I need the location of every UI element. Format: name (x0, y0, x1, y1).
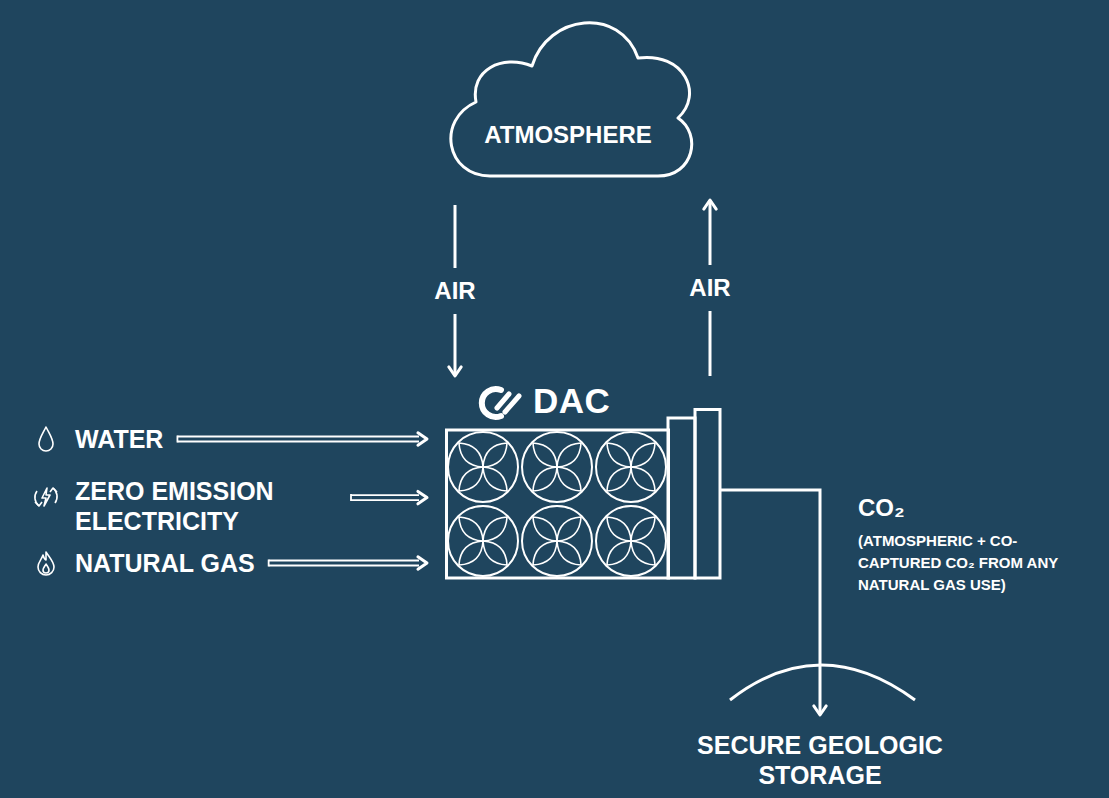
fan-housing (447, 430, 669, 578)
dac-unit-drawing (445, 408, 725, 580)
arrow-cap (177, 436, 179, 443)
fan-ring (522, 432, 592, 502)
dac-unit: DAC (445, 380, 725, 582)
arrow-shaft (269, 560, 419, 562)
connector (721, 490, 826, 715)
exhaust-stack (668, 418, 695, 578)
arrow-shaft (721, 490, 820, 715)
fan-symbol (522, 506, 592, 576)
fan-blade (528, 512, 563, 547)
geologic-storage: SECURE GEOLOGIC STORAGE (690, 660, 950, 796)
storage-arc (690, 660, 950, 720)
connector (177, 433, 427, 445)
arrow-cap (350, 494, 352, 501)
fan-blade (528, 438, 563, 473)
input-label: ZERO EMISSION ELECTRICITY (75, 476, 337, 536)
arrow-shaft (177, 441, 419, 443)
fan-ring (596, 432, 666, 502)
flame-path (38, 552, 54, 575)
fan-blade (602, 438, 637, 473)
cloud-label: ATMOSPHERE (432, 120, 704, 150)
arrow-shaft (177, 436, 419, 438)
connector (351, 491, 427, 503)
dac-logo (475, 382, 525, 422)
arrow-head (418, 557, 427, 569)
fan-symbol (448, 506, 518, 576)
flame-inner (43, 564, 49, 573)
co2-note: (ATMOSPHERIC + CO-CAPTURED CO₂ FROM ANY … (858, 530, 1058, 596)
dac-heading: DAC (533, 380, 610, 422)
arrow-shaft (351, 499, 419, 501)
fan-symbol (448, 432, 518, 502)
air-label: AIR (430, 268, 479, 314)
air-label: AIR (685, 265, 734, 311)
logo-slash (505, 396, 519, 412)
bolt-path (42, 488, 50, 506)
fan-symbol (522, 432, 592, 502)
fan-symbol (596, 506, 666, 576)
arrow-cap (268, 560, 270, 567)
arrow-shaft (351, 494, 419, 496)
input-label: WATER (75, 424, 163, 454)
input-item: WATER (75, 424, 163, 454)
arrow-head (449, 367, 461, 376)
fan-blade (454, 512, 489, 547)
input-item: NATURAL GAS (75, 548, 255, 578)
input-label: NATURAL GAS (75, 548, 255, 578)
arrow-head (418, 433, 427, 445)
storage-label: SECURE GEOLOGIC STORAGE (690, 730, 950, 790)
storage-dome (730, 665, 915, 700)
cloud-path (451, 23, 692, 176)
atmosphere-cloud: ATMOSPHERE (432, 2, 704, 180)
arrow-head (418, 491, 427, 503)
arrow-head (704, 200, 716, 209)
drop-icon (31, 424, 61, 454)
exhaust-stack (695, 410, 720, 579)
connector (269, 557, 427, 569)
input-item: ZERO EMISSION ELECTRICITY (75, 476, 337, 536)
cloud-outline (432, 2, 704, 180)
cycle-head (50, 488, 57, 492)
flame-icon (31, 548, 61, 578)
fan-blade (454, 438, 489, 473)
fan-ring (448, 432, 518, 502)
cycle-head (35, 502, 42, 506)
fan-ring (448, 506, 518, 576)
arrow-shaft (269, 565, 419, 567)
bolt-icon (31, 482, 61, 512)
fan-symbol (596, 432, 666, 502)
co2-label: CO₂ (854, 493, 909, 523)
arrow-head (814, 706, 826, 715)
fan-ring (522, 506, 592, 576)
fan-blade (602, 512, 637, 547)
drop-path (39, 427, 53, 451)
fan-ring (596, 506, 666, 576)
